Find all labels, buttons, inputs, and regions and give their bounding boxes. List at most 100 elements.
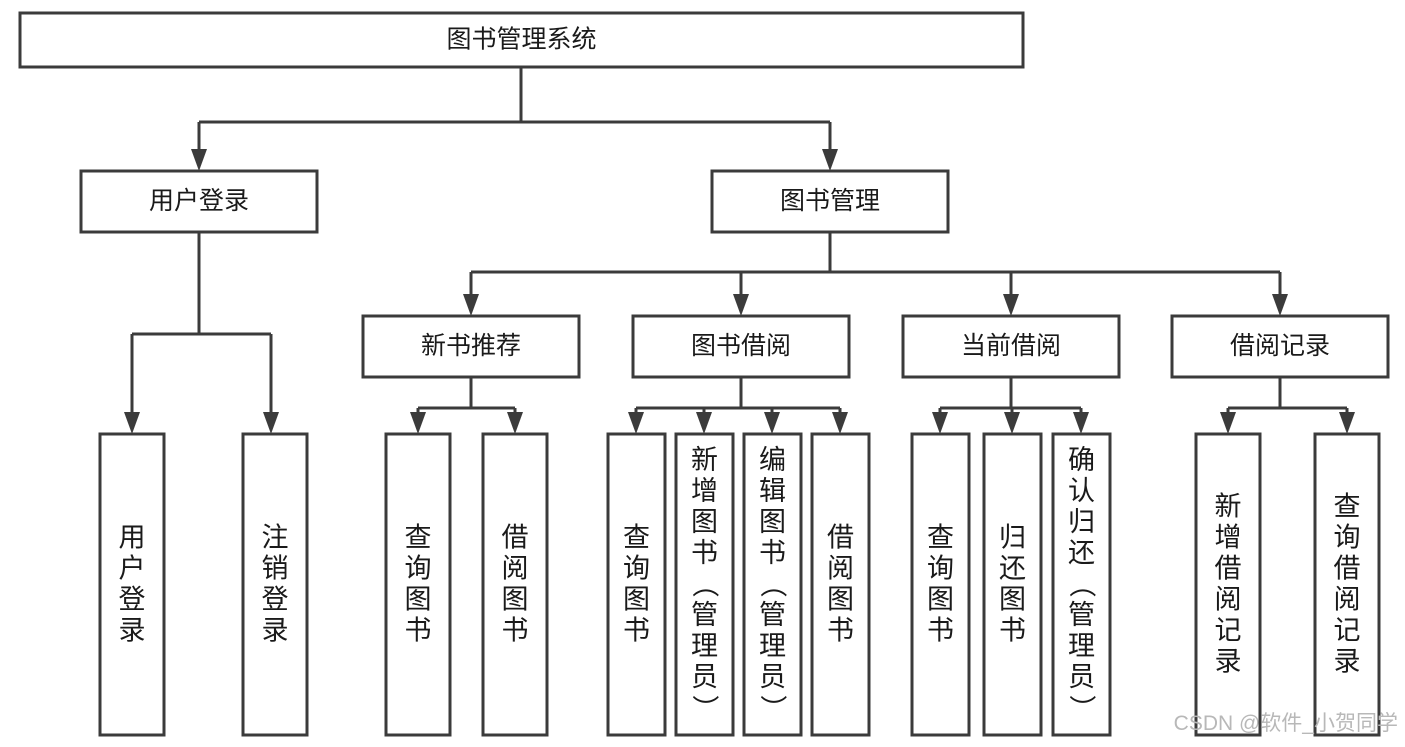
node-label-leaf-confirm-return-char-1: 认	[1068, 476, 1095, 506]
node-book-manage[interactable]: 图书管理	[710, 169, 950, 234]
node-label-leaf-user-logout-char-0: 注	[262, 523, 289, 553]
node-box-leaf-add-borrow-record[interactable]	[1194, 432, 1262, 737]
node-label-leaf-edit-book-char-3: 书	[759, 538, 786, 568]
node-label-leaf-add-book-char-8: ）	[690, 695, 720, 722]
node-label-leaf-confirm-return-char-8: ）	[1067, 695, 1097, 722]
node-label-leaf-borrow-book-recommend-char-0: 借	[502, 523, 529, 553]
node-label-leaf-confirm-return-char-3: 还	[1068, 538, 1095, 568]
node-label-leaf-query-book-current-char-2: 图	[927, 585, 954, 615]
node-label-leaf-return-book-char-0: 归	[999, 523, 1026, 553]
node-label-leaf-add-borrow-record-char-3: 阅	[1215, 585, 1242, 615]
node-box-leaf-query-book-current[interactable]	[910, 432, 971, 737]
node-current-borrow[interactable]: 当前借阅	[901, 314, 1121, 379]
node-label-book-manage: 图书管理	[780, 187, 880, 215]
node-box-book-borrow[interactable]	[631, 314, 851, 379]
node-box-leaf-query-book-borrow[interactable]	[606, 432, 667, 737]
node-box-leaf-user-login[interactable]	[98, 432, 166, 737]
node-label-leaf-user-logout-char-2: 登	[262, 585, 289, 615]
node-box-leaf-return-book[interactable]	[982, 432, 1043, 737]
node-label-leaf-query-book-borrow-char-2: 图	[623, 585, 650, 615]
node-label-leaf-edit-book-char-8: ）	[758, 695, 788, 722]
node-label-leaf-return-book-char-2: 图	[999, 585, 1026, 615]
node-label-leaf-borrow-book-recommend-char-2: 图	[502, 585, 529, 615]
level1-drop-1-arrowhead	[822, 149, 838, 171]
node-label-leaf-query-borrow-record-char-1: 询	[1334, 523, 1361, 553]
node-label-leaf-add-borrow-record-char-0: 新	[1215, 492, 1242, 522]
node-layer: 图书管理系统用户登录图书管理新书推荐图书借阅当前借阅借阅记录用户登录注销登录查询…	[18, 11, 1390, 737]
node-label-leaf-user-login-char-2: 登	[119, 585, 146, 615]
node-label-leaf-add-book-char-7: 员	[691, 662, 718, 692]
node-book-borrow[interactable]: 图书借阅	[631, 314, 851, 379]
leafgroup-2-drop-0-arrowhead	[932, 412, 948, 434]
node-box-leaf-edit-book[interactable]	[742, 432, 803, 737]
node-box-leaf-confirm-return[interactable]	[1051, 432, 1112, 737]
leafgroup-1-drop-0-arrowhead	[628, 412, 644, 434]
node-box-root[interactable]	[18, 11, 1025, 69]
node-label-leaf-borrow-book-char-1: 阅	[827, 554, 854, 584]
node-label-borrow-record: 借阅记录	[1230, 332, 1330, 360]
node-user-login[interactable]: 用户登录	[79, 169, 319, 234]
node-label-leaf-edit-book-char-7: 员	[759, 662, 786, 692]
node-label-leaf-confirm-return-char-4: （	[1067, 571, 1097, 598]
node-label-leaf-query-book-borrow-char-3: 书	[623, 616, 650, 646]
node-box-leaf-borrow-book-recommend[interactable]	[481, 432, 549, 737]
node-box-borrow-record[interactable]	[1170, 314, 1390, 379]
node-label-leaf-borrow-book-recommend-char-3: 书	[502, 616, 529, 646]
node-leaf-user-login[interactable]: 用户登录	[98, 432, 166, 737]
leafgroup-1-drop-3-arrowhead	[832, 412, 848, 434]
node-label-leaf-query-borrow-record-char-0: 查	[1334, 492, 1361, 522]
node-label-leaf-borrow-book-char-3: 书	[827, 616, 854, 646]
node-box-book-manage[interactable]	[710, 169, 950, 234]
level2-drop-0-arrowhead	[463, 294, 479, 316]
node-label-leaf-add-book-char-3: 书	[691, 538, 718, 568]
node-new-book-recommend[interactable]: 新书推荐	[361, 314, 581, 379]
node-label-leaf-user-login-char-3: 录	[119, 616, 146, 646]
node-label-leaf-add-borrow-record-char-4: 记	[1215, 616, 1242, 646]
node-label-leaf-add-book-char-0: 新	[691, 445, 718, 475]
node-borrow-record[interactable]: 借阅记录	[1170, 314, 1390, 379]
node-label-leaf-query-book-recommend-char-1: 询	[405, 554, 432, 584]
node-label-leaf-confirm-return-char-2: 归	[1068, 507, 1095, 537]
connector-layer	[124, 67, 1355, 434]
node-root[interactable]: 图书管理系统	[18, 11, 1025, 69]
node-label-leaf-edit-book-char-6: 理	[759, 631, 786, 661]
node-box-leaf-query-book-recommend[interactable]	[384, 432, 452, 737]
node-label-leaf-confirm-return-char-5: 管	[1068, 600, 1095, 630]
node-box-leaf-add-book[interactable]	[674, 432, 735, 737]
node-label-leaf-edit-book-char-4: （	[758, 571, 788, 598]
node-label-leaf-confirm-return-char-0: 确	[1068, 445, 1095, 475]
leafgroup-0-drop-1-arrowhead	[507, 412, 523, 434]
node-box-leaf-borrow-book[interactable]	[810, 432, 871, 737]
node-label-leaf-add-book-char-6: 理	[691, 631, 718, 661]
node-box-new-book-recommend[interactable]	[361, 314, 581, 379]
node-label-leaf-edit-book-char-5: 管	[759, 600, 786, 630]
node-box-user-login[interactable]	[79, 169, 319, 234]
node-label-leaf-edit-book-char-1: 辑	[759, 476, 786, 506]
node-box-current-borrow[interactable]	[901, 314, 1121, 379]
node-box-leaf-user-logout[interactable]	[241, 432, 309, 737]
level2-drop-1-arrowhead	[733, 294, 749, 316]
leafgroup-1-drop-2-arrowhead	[764, 412, 780, 434]
node-label-leaf-user-login-char-1: 户	[119, 554, 146, 584]
node-label-leaf-query-book-current-char-1: 询	[927, 554, 954, 584]
node-label-root: 图书管理系统	[446, 26, 596, 54]
level2-drop-3-arrowhead	[1272, 294, 1288, 316]
node-label-leaf-query-book-current-char-0: 查	[927, 523, 954, 553]
node-label-leaf-query-book-recommend-char-3: 书	[405, 616, 432, 646]
node-box-leaf-query-borrow-record[interactable]	[1313, 432, 1381, 737]
node-label-new-book-recommend: 新书推荐	[421, 332, 521, 360]
node-label-leaf-query-borrow-record-char-5: 录	[1334, 647, 1361, 677]
